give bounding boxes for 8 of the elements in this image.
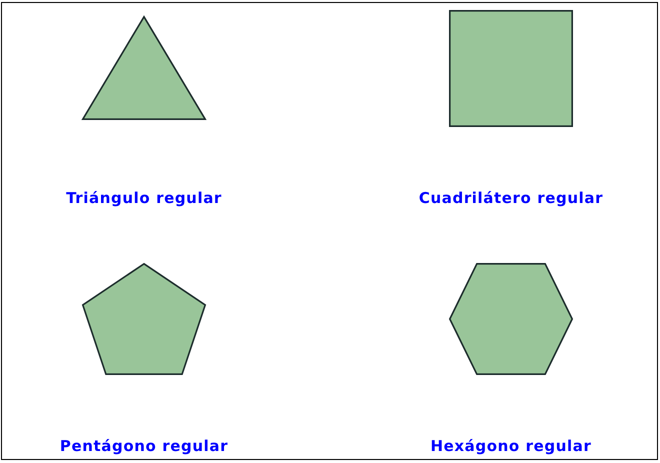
- shape-caption: Pentágono regular: [60, 437, 228, 455]
- triangle-shape: [82, 16, 206, 120]
- shape-caption: Triángulo regular: [66, 189, 222, 207]
- square-shape: [449, 10, 573, 127]
- pentagon-shape: [82, 263, 206, 375]
- hexagon-shape: [449, 263, 573, 375]
- shape-caption: Cuadrilátero regular: [418, 189, 604, 207]
- shape-caption: Hexágono regular: [430, 437, 592, 455]
